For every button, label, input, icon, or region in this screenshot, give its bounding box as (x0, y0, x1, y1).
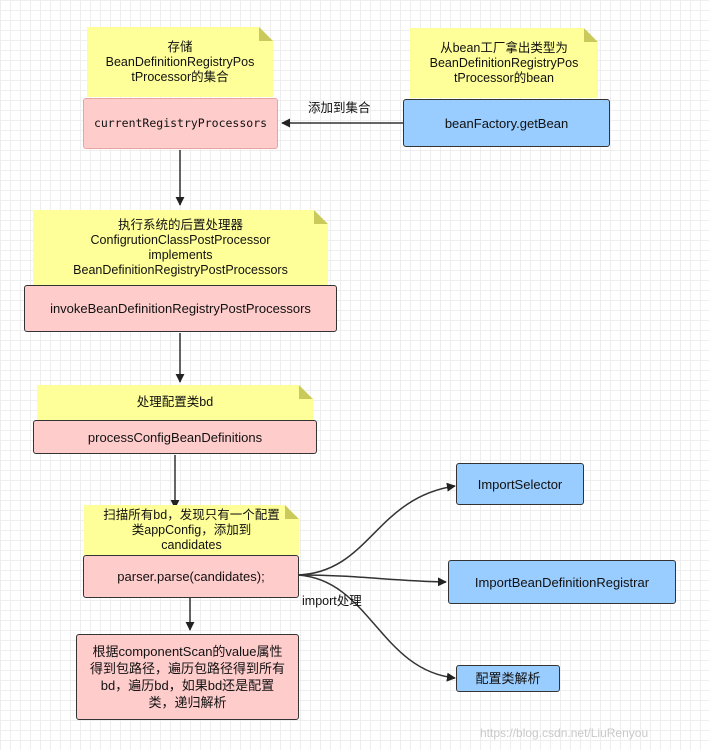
note-process-text: 处理配置类bd (136, 395, 214, 409)
note-process: 处理配置类bd (37, 385, 313, 420)
note-fetch: 从bean工厂拿出类型为 BeanDefinitionRegistryPos t… (410, 28, 598, 98)
invoke-post-processors-box[interactable]: invokeBeanDefinitionRegistryPostProcesso… (24, 285, 337, 332)
note-fetch-text: 从bean工厂拿出类型为 BeanDefinitionRegistryPos t… (429, 40, 579, 85)
config-class-parse-box[interactable]: 配置类解析 (456, 665, 560, 692)
note-execute: 执行系统的后置处理器 ConfigrutionClassPostProcesso… (33, 210, 328, 285)
note-scan-text: 扫描所有bd，发现只有一个配置 类appConfig，添加到 candidate… (103, 507, 280, 552)
note-scan: 扫描所有bd，发现只有一个配置 类appConfig，添加到 candidate… (84, 505, 299, 555)
edge-label-add-to-set: 添加到集合 (308, 101, 371, 115)
bean-factory-getbean-box[interactable]: beanFactory.getBean (403, 99, 610, 147)
edge-parse-to-configparse (297, 574, 456, 682)
note-execute-text: 执行系统的后置处理器 ConfigrutionClassPostProcesso… (73, 217, 288, 277)
process-config-bean-definitions-box[interactable]: processConfigBeanDefinitions (33, 420, 317, 454)
watermark: https://blog.csdn.net/LiuRenyou (480, 726, 649, 740)
current-registry-processors-box[interactable]: currentRegistryProcessors (83, 98, 278, 149)
parser-parse-box[interactable]: parser.parse(candidates); (83, 555, 299, 598)
import-selector-box[interactable]: ImportSelector (456, 463, 584, 505)
edge-label-import-handle: import处理 (302, 594, 362, 608)
component-scan-box[interactable]: 根据componentScan的value属性 得到包路径，遍历包路径得到所有 … (76, 634, 299, 720)
import-bean-definition-registrar-box[interactable]: ImportBeanDefinitionRegistrar (448, 560, 676, 604)
edge-parse-to-importregistrar (297, 574, 447, 587)
note-storage-text: 存储 BeanDefinitionRegistryPos tProcessor的… (105, 39, 255, 84)
edge-parse-to-importselector (297, 482, 456, 576)
note-storage: 存储 BeanDefinitionRegistryPos tProcessor的… (87, 27, 273, 97)
